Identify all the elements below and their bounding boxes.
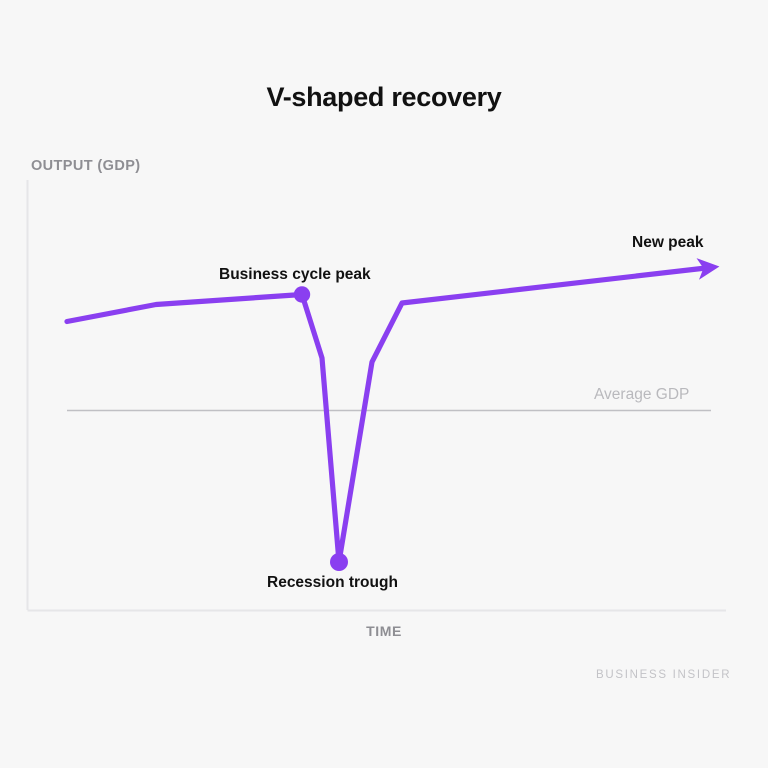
business-cycle-peak-marker	[293, 286, 311, 303]
y-axis-label: OUTPUT (GDP)	[31, 158, 141, 174]
recession-trough-marker	[330, 553, 348, 571]
annotation-recession-trough: Recession trough	[267, 574, 398, 591]
annotation-new-peak: New peak	[632, 234, 704, 251]
business-insider-watermark: BUSINESS INSIDER	[596, 669, 732, 681]
annotation-average-gdp: Average GDP	[594, 386, 690, 403]
gdp-line-series	[64, 258, 720, 565]
x-axis-label: TIME	[366, 623, 402, 639]
annotation-business-cycle-peak: Business cycle peak	[219, 266, 371, 283]
page-title: V-shaped recovery	[266, 82, 502, 112]
